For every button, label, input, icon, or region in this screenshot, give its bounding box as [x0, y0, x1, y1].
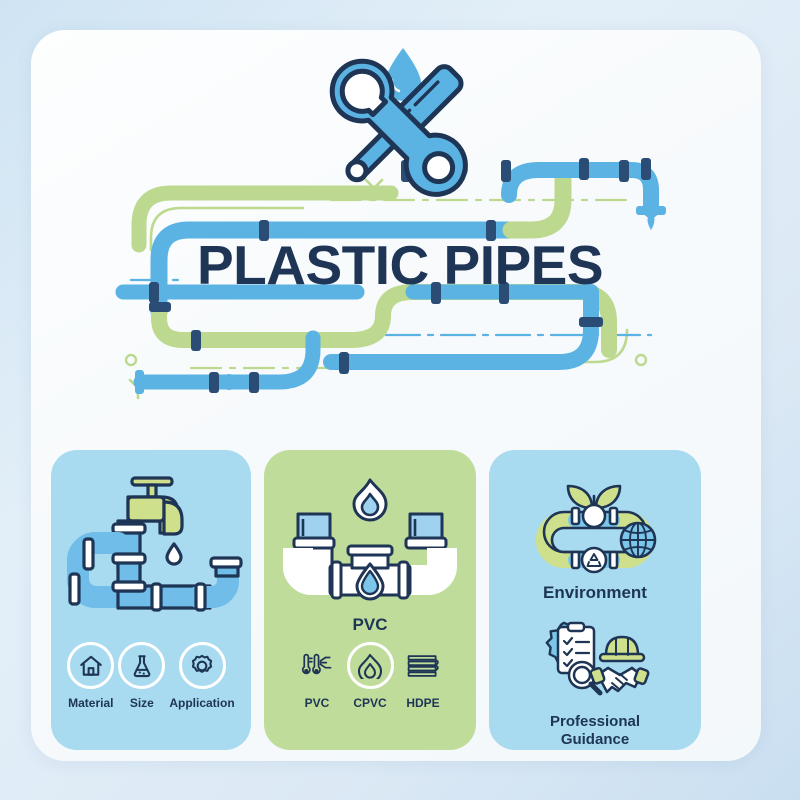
icon-item-hdpe[interactable]: HDPE [400, 642, 447, 710]
faucet-pipe-assembly-illustration [67, 476, 243, 612]
environment-label: Environment [543, 583, 647, 602]
cards-row: Material Size [51, 450, 751, 750]
pvc-card-caption: PVC [352, 615, 388, 634]
professional-guidance-line2: Guidance [560, 730, 630, 748]
environment-block[interactable]: Environment [530, 474, 660, 603]
icon-item-material[interactable]: Material [67, 642, 115, 710]
gear-clipboard-handshake-icon [545, 621, 649, 696]
page-title: PLASTIC PIPES [196, 234, 604, 296]
material-card[interactable]: Material Size [51, 450, 251, 750]
eco-pipe-plant-globe-icon [536, 484, 657, 574]
icon-label-pvc: PVC [304, 696, 330, 710]
icon-item-size[interactable]: Size [118, 642, 166, 710]
flask-icon [133, 654, 151, 677]
icon-label-hdpe: HDPE [406, 696, 440, 710]
flame-icon [358, 653, 382, 679]
icon-item-application[interactable]: Application [169, 642, 235, 710]
icon-label-cpvc: CPVC [353, 696, 387, 710]
home-icon-ring[interactable] [67, 642, 115, 689]
coiled-pipe-icon-ring[interactable] [400, 642, 447, 689]
icon-label-application: Application [169, 696, 235, 710]
icon-label-material: Material [68, 696, 114, 710]
pvc-card[interactable]: PVC [264, 450, 476, 750]
home-icon [80, 655, 102, 676]
pvc-pipe-fitting-illustration [283, 478, 457, 601]
professional-guidance-line1: Professional [549, 713, 641, 731]
flask-icon-ring[interactable] [118, 642, 166, 689]
thermometer-icon [301, 653, 332, 674]
thermometer-icon-ring[interactable] [294, 642, 341, 689]
gear-icon [191, 654, 213, 673]
professional-guidance-label: Professional Guidance [550, 713, 640, 748]
hero-illustration [31, 30, 761, 440]
coiled-pipe-icon [407, 654, 439, 677]
icon-item-cpvc[interactable]: CPVC [346, 642, 394, 710]
gear-icon-ring[interactable] [178, 642, 226, 689]
material-card-icons: Material Size [51, 642, 251, 710]
flame-icon-ring[interactable] [346, 642, 394, 689]
environment-card[interactable]: Environment [489, 450, 701, 750]
icon-label-size: Size [129, 696, 154, 710]
professional-guidance-block[interactable]: Professional Guidance [528, 613, 663, 748]
pvc-card-icons: PVC CPVC [264, 642, 476, 710]
icon-item-pvc[interactable]: PVC [294, 642, 341, 710]
